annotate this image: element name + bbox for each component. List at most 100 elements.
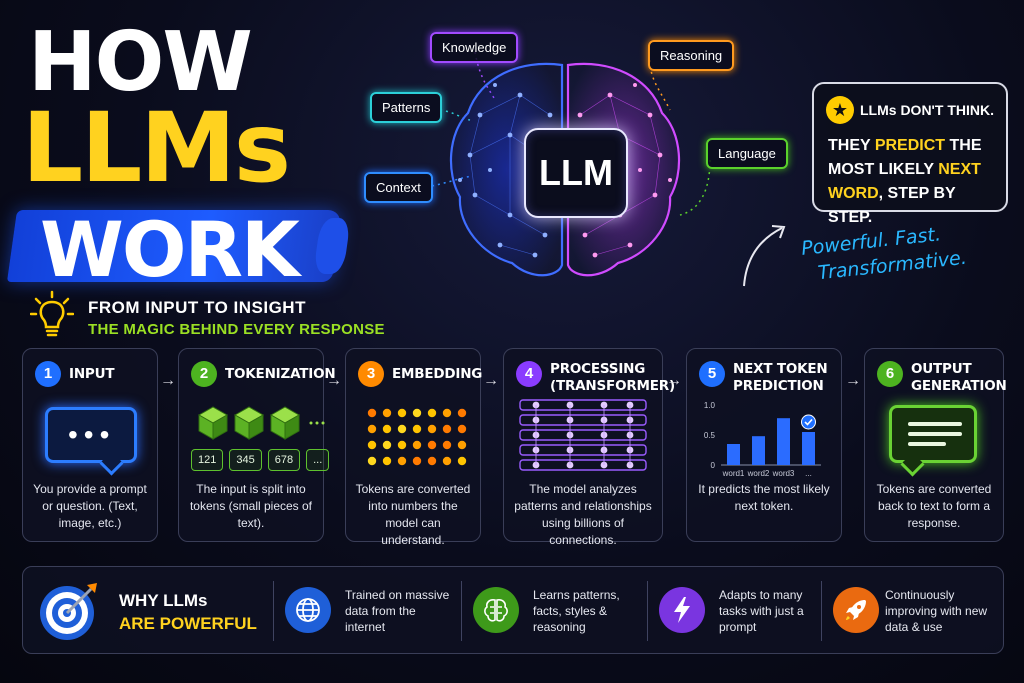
divider xyxy=(821,581,822,641)
embedding-dot xyxy=(457,408,467,418)
token-chip: ... xyxy=(306,449,330,471)
step-title: TOKENIZATION xyxy=(225,366,336,382)
embedding-dot xyxy=(367,456,377,466)
embedding-dot xyxy=(397,408,407,418)
x-tick-label: word2 xyxy=(747,469,770,478)
output-bubble-icon xyxy=(889,405,977,463)
step-description: The input is split into tokens (small pi… xyxy=(189,482,313,530)
title-llms: LLMs xyxy=(22,92,291,204)
prediction-bar xyxy=(777,418,790,465)
rocket-icon xyxy=(833,587,879,633)
step-number: 6 xyxy=(877,361,903,387)
step-arrow-icon: → xyxy=(666,372,682,389)
embedding-dot xyxy=(427,456,437,466)
embedding-dot xyxy=(442,408,452,418)
transformer-layer xyxy=(519,429,647,441)
step-title-line: GENERATION xyxy=(911,378,1007,394)
transformer-layer xyxy=(519,459,647,471)
embedding-dots-icon xyxy=(367,408,467,466)
embedding-dot xyxy=(382,456,392,466)
embedding-dot xyxy=(457,440,467,450)
transformer-network-icon xyxy=(519,399,647,471)
embedding-dot xyxy=(397,456,407,466)
callout-highlight-next: NEXT xyxy=(938,161,981,178)
tag-patterns: Patterns xyxy=(370,92,443,123)
embedding-dot xyxy=(427,408,437,418)
embedding-dot xyxy=(397,440,407,450)
step-description: The model analyzes patterns and relation… xyxy=(514,482,652,547)
embedding-dot xyxy=(382,408,392,418)
embedding-dot xyxy=(367,408,377,418)
prediction-bar xyxy=(752,436,765,465)
callout-body: THEY PREDICT THE MOST LIKELY NEXT WORD, … xyxy=(828,134,1004,230)
y-tick-label: 1.0 xyxy=(704,401,716,410)
title-how: HOW xyxy=(28,15,253,110)
lightning-icon xyxy=(659,587,705,633)
prediction-bar xyxy=(802,432,815,465)
step-tokenization: 2 TOKENIZATION 121 345 678 ... The input… xyxy=(178,348,336,542)
feature-text: Trained on massive data from the interne… xyxy=(345,588,450,634)
brain-icon xyxy=(473,587,519,633)
embedding-dot xyxy=(367,424,377,434)
embedding-dot xyxy=(442,424,452,434)
lightbulb-icon xyxy=(30,290,74,337)
callout-text: , STEP BY STEP. xyxy=(828,185,956,226)
embedding-dot xyxy=(412,440,422,450)
prediction-bar xyxy=(727,444,740,465)
why-title-line-2: ARE POWERFUL xyxy=(119,614,257,633)
step-description: It predicts the most likely next token. xyxy=(698,482,830,513)
step-embedding: 3 EMBEDDING Tokens are converted into nu… xyxy=(345,348,482,547)
callout-highlight-word: WORD xyxy=(828,185,879,202)
step-title: INPUT xyxy=(69,366,115,382)
step-title: PROCESSING (TRANSFORMER) xyxy=(550,361,675,395)
step-title-line: PROCESSING xyxy=(550,361,646,377)
callout-text: THE MOST LIKELY xyxy=(828,137,982,178)
chat-bubble-icon: ••• xyxy=(45,407,137,463)
title-work: WORK xyxy=(40,205,300,294)
embedding-dot xyxy=(442,440,452,450)
token-chip: 678 xyxy=(267,449,301,471)
step-title: OUTPUT GENERATION xyxy=(911,361,1007,395)
tag-language: Language xyxy=(706,138,788,169)
embedding-dot xyxy=(457,424,467,434)
transformer-layer xyxy=(519,399,647,411)
step-output: 6 OUTPUT GENERATION Tokens are converted… xyxy=(864,348,1007,542)
step-number: 5 xyxy=(699,361,725,387)
embedding-dot xyxy=(382,440,392,450)
step-number: 1 xyxy=(35,361,61,387)
star-icon: ★ xyxy=(826,96,854,124)
feature-text: Learns patterns, facts, styles & reasoni… xyxy=(533,588,620,634)
tag-reasoning: Reasoning xyxy=(648,40,735,71)
callout-box: ★ LLMs DON'T THINK. THEY PREDICT THE MOS… xyxy=(812,82,1008,226)
embedding-dot xyxy=(412,424,422,434)
step-arrow-icon: → xyxy=(326,372,342,389)
step-number: 3 xyxy=(358,361,384,387)
why-title-line-1: WHY LLMs xyxy=(119,591,208,610)
token-chip: 345 xyxy=(229,449,262,471)
step-arrow-icon: → xyxy=(845,372,861,389)
token-chip: 121 xyxy=(191,449,224,471)
callout-text: THEY xyxy=(828,137,875,154)
transformer-layer xyxy=(519,414,647,426)
step-description: Tokens are converted back to text to for… xyxy=(876,482,992,530)
subtitle-line-1: FROM INPUT TO INSIGHT xyxy=(88,298,306,317)
subtitle-line-2: THE MAGIC BEHIND EVERY RESPONSE xyxy=(88,321,385,338)
embedding-dot xyxy=(442,456,452,466)
globe-icon xyxy=(285,587,331,633)
token-row: 121 345 678 ... xyxy=(191,449,330,471)
step-title-line: NEXT TOKEN xyxy=(733,361,828,377)
divider xyxy=(461,581,462,641)
target-icon xyxy=(40,583,97,640)
divider xyxy=(273,581,274,641)
embedding-dot xyxy=(412,456,422,466)
embedding-dot xyxy=(382,424,392,434)
step-title-line: OUTPUT xyxy=(911,361,972,377)
x-tick-label: ... xyxy=(805,469,812,478)
why-powerful-bar: WHY LLMs ARE POWERFUL Trained on massive… xyxy=(22,566,1004,654)
step-input: 1 INPUT ••• You provide a prompt or ques… xyxy=(22,348,158,542)
tag-knowledge: Knowledge xyxy=(430,32,519,63)
feature-text: Adapts to many tasks with just a prompt xyxy=(719,588,804,634)
token-cubes-icon xyxy=(197,406,325,440)
